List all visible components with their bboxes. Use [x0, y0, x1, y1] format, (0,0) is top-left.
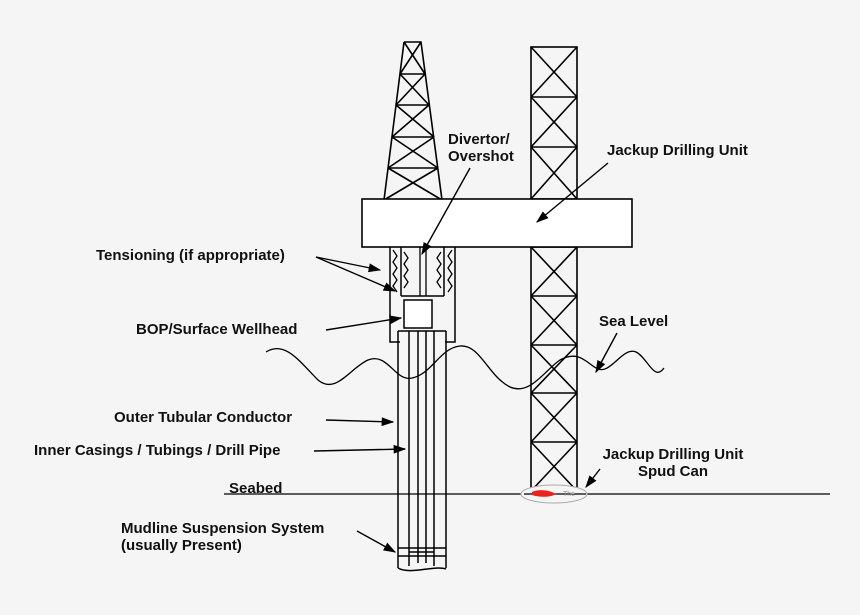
- divertor-label: Divertor/ Overshot: [448, 131, 514, 165]
- bop-box: [403, 299, 433, 329]
- spud-can-label: Jackup Drilling Unit Spud Can: [588, 446, 758, 480]
- divertor-label-line1: Divertor/: [448, 131, 510, 148]
- seabed-label: Seabed: [229, 480, 283, 497]
- leader-arrows: [313, 162, 618, 553]
- conductor: [397, 330, 447, 572]
- spud-can-label-line1: Jackup Drilling Unit: [602, 446, 744, 463]
- mudline-label-line2: (usually Present): [121, 537, 242, 554]
- divertor-label-line2: Overshot: [448, 148, 514, 165]
- sea-level-label: Sea Level: [599, 313, 669, 330]
- spud-can-label-line2: Spud Can: [638, 463, 708, 480]
- spud-can: [520, 484, 588, 504]
- drilling-deck: [361, 198, 633, 248]
- tensioning-label: Tensioning (if appropriate): [96, 247, 285, 264]
- mudline-label-line1: Mudline Suspension System: [121, 520, 325, 537]
- spud-can-tiny-text: The: [563, 491, 576, 498]
- riser-housing: [389, 247, 456, 343]
- tensioner-springs: [392, 247, 453, 296]
- derrick-tower: [383, 41, 443, 201]
- mudline-label: Mudline Suspension System (usually Prese…: [121, 520, 324, 554]
- bop-label: BOP/Surface Wellhead: [136, 321, 298, 338]
- inner-casings-label: Inner Casings / Tubings / Drill Pipe: [34, 442, 281, 459]
- jackup-leg: [530, 46, 578, 492]
- outer-conductor-label: Outer Tubular Conductor: [114, 409, 293, 426]
- sea-level-wave: [265, 345, 665, 390]
- spud-marker: [532, 490, 556, 497]
- jackup-unit-label: Jackup Drilling Unit: [607, 142, 748, 159]
